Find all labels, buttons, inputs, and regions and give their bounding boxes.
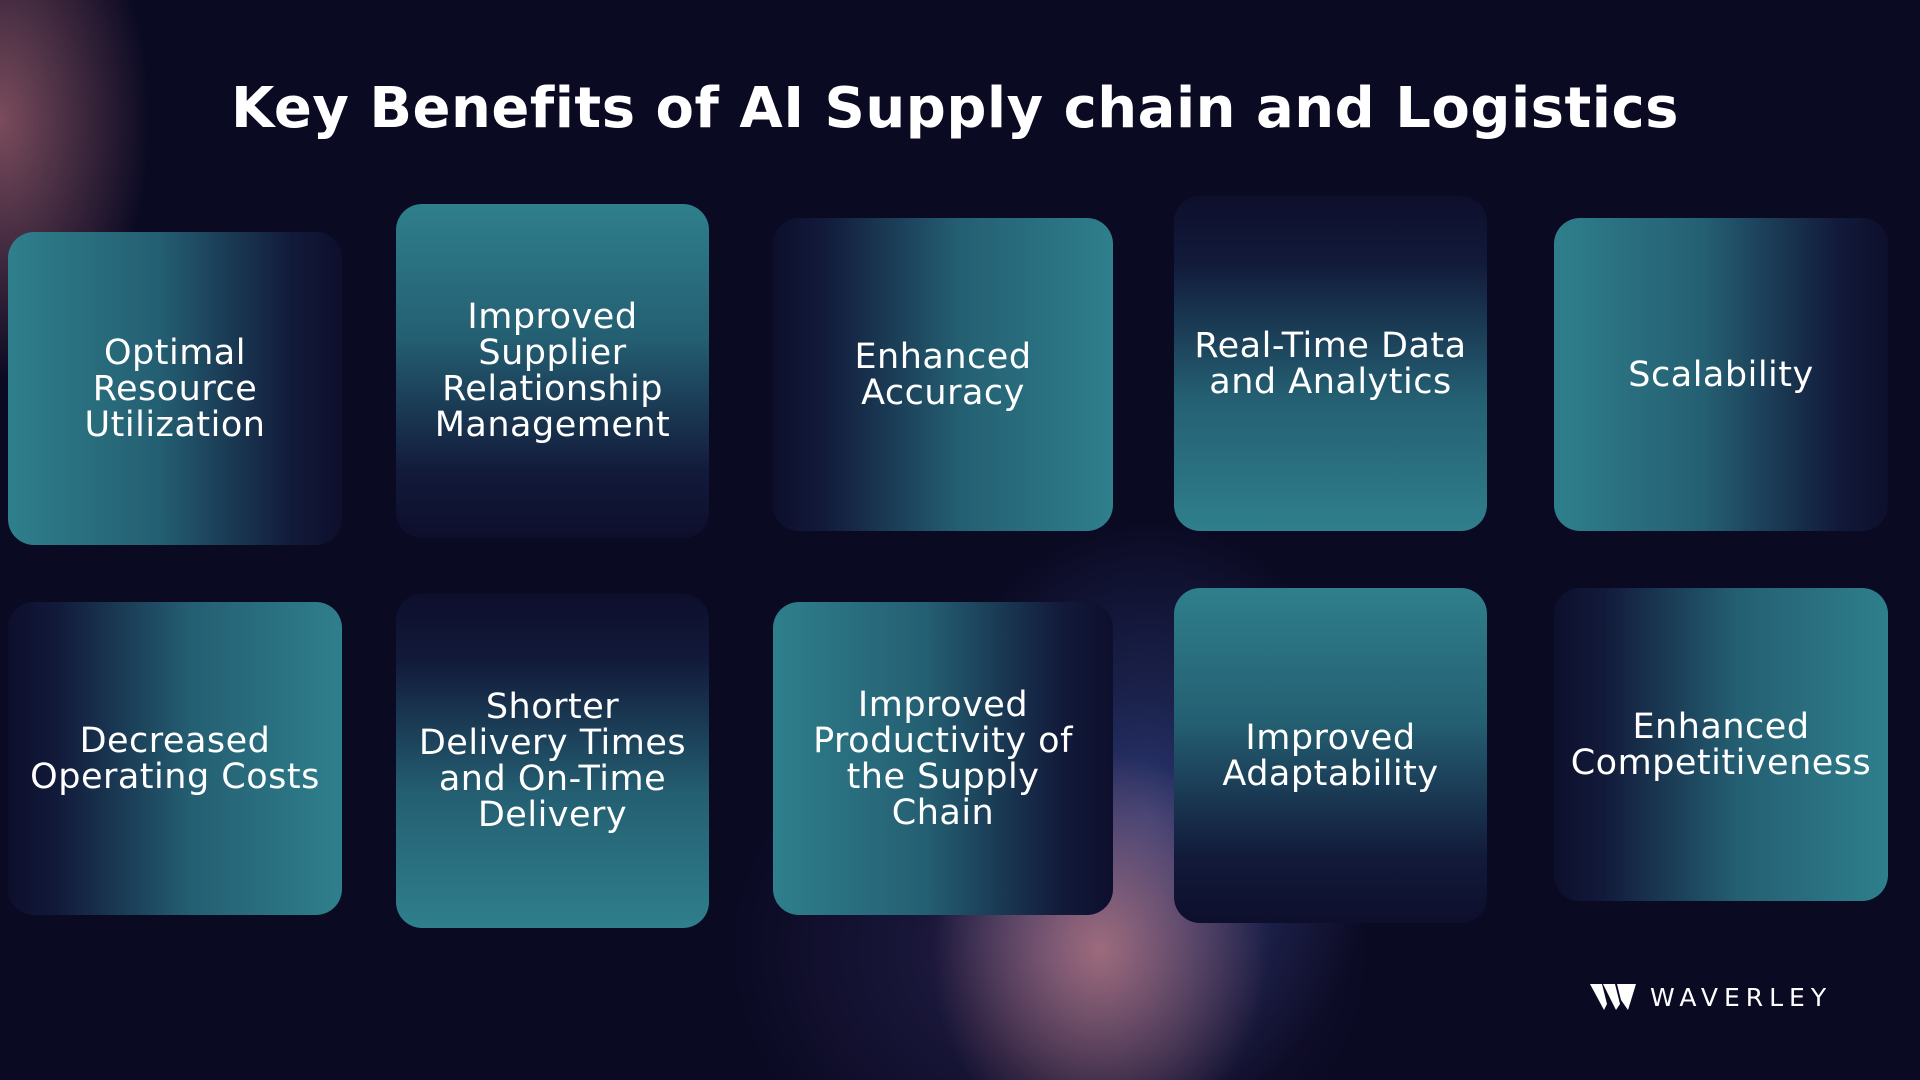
benefit-card-enhanced-accuracy: Enhanced Accuracy <box>773 218 1113 531</box>
benefit-card-scalability: Scalability <box>1554 218 1888 531</box>
benefit-card-shorter-delivery-times: Shorter Delivery Times and On-Time Deliv… <box>396 594 709 928</box>
benefit-label: Scalability <box>1628 354 1814 395</box>
benefit-label: Real-Time Data and Analytics <box>1194 325 1467 402</box>
benefit-label: Improved Productivity of the Supply Chai… <box>813 684 1073 833</box>
benefit-label: Improved Adaptability <box>1222 717 1439 794</box>
slide-title: Key Benefits of AI Supply chain and Logi… <box>230 76 1680 141</box>
benefit-label: Improved Supplier Relationship Managemen… <box>434 297 671 445</box>
benefit-label: Optimal Resource Utilization <box>84 332 266 445</box>
brand-name: WAVERLEY <box>1650 982 1833 1012</box>
waverley-w-icon <box>1590 982 1636 1012</box>
benefit-label: Decreased Operating Costs <box>30 720 320 797</box>
benefit-label: Enhanced Competitiveness <box>1570 706 1872 783</box>
benefit-label: Shorter Delivery Times and On-Time Deliv… <box>418 687 687 835</box>
benefit-card-improved-productivity: Improved Productivity of the Supply Chai… <box>773 602 1113 915</box>
benefit-card-real-time-data: Real-Time Data and Analytics <box>1174 196 1487 531</box>
benefit-label: Enhanced Accuracy <box>854 336 1032 413</box>
benefit-card-supplier-relationship: Improved Supplier Relationship Managemen… <box>396 204 709 538</box>
benefit-card-decreased-operating-costs: Decreased Operating Costs <box>8 602 342 915</box>
benefit-card-improved-adaptability: Improved Adaptability <box>1174 588 1487 923</box>
benefit-card-optimal-resource-utilization: Optimal Resource Utilization <box>8 232 342 545</box>
benefit-card-enhanced-competitiveness: Enhanced Competitiveness <box>1554 588 1888 901</box>
brand-logo: WAVERLEY <box>1590 980 1832 1014</box>
